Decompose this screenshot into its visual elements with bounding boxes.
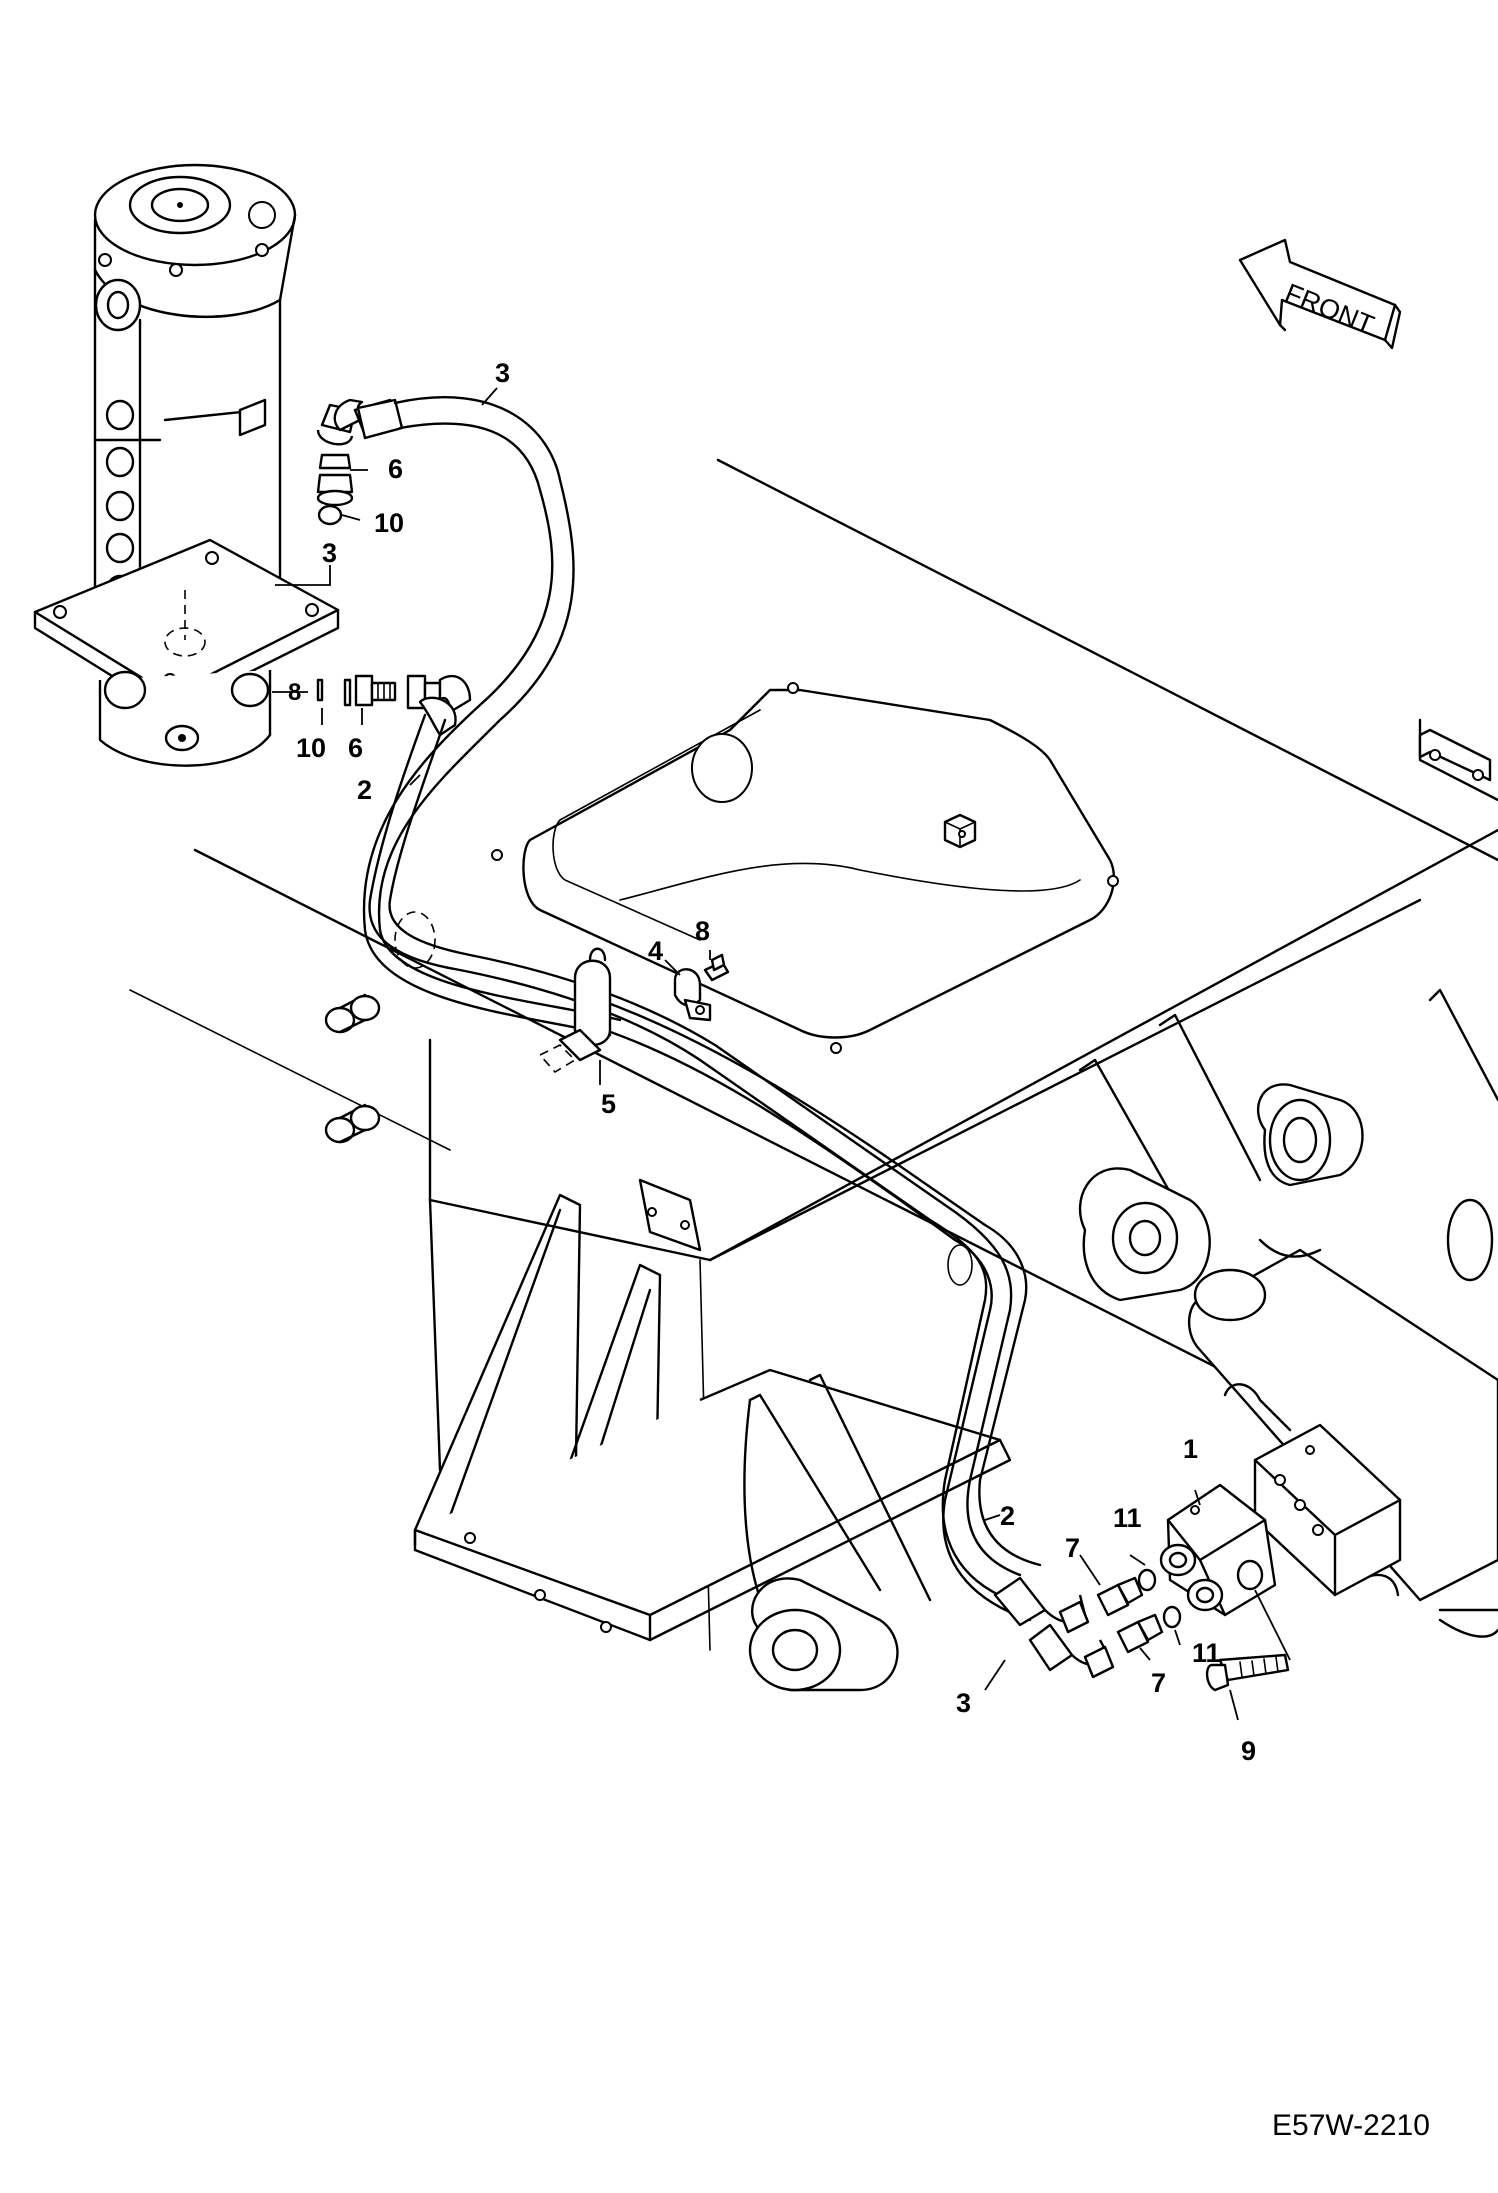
fitting-7-lower: [1116, 1613, 1164, 1654]
callout-3-bottom: 3: [956, 1688, 971, 1718]
callout-11-lower: 11: [1192, 1638, 1221, 1668]
front-direction-arrow: FRONT: [1238, 238, 1402, 350]
callout-4: 4: [648, 936, 663, 966]
callout-9: 9: [1241, 1736, 1256, 1766]
callout-labels: 3 6 10 3 8 10 6 2 4 8 5 1 2 7 11 11 7 3 …: [288, 358, 1256, 1766]
o-ring-11-upper: [1137, 1568, 1157, 1592]
hose-assembly-3: [356, 396, 622, 1037]
callout-6-top: 6: [388, 454, 403, 484]
hose-ends-lower: [993, 1576, 1115, 1679]
hose-clamp-5: [538, 947, 612, 1074]
fitting-7-upper: [1096, 1576, 1144, 1617]
port-block-1: [1159, 1483, 1277, 1617]
callout-5: 5: [601, 1089, 616, 1119]
clamp-bolt-8: [703, 953, 730, 982]
callout-10-bottom: 10: [296, 733, 326, 763]
hose-clamp-4: [673, 968, 712, 1022]
callout-3-swivel: 3: [322, 538, 337, 568]
o-ring-11-lower: [1162, 1605, 1182, 1629]
frame-stud: [324, 993, 381, 1034]
leader-lines: [272, 387, 1291, 1721]
bottom-fitting-stack: [316, 674, 472, 714]
callout-2-upper: 2: [357, 775, 372, 805]
callout-3-top: 3: [495, 358, 510, 388]
callout-1: 1: [1183, 1434, 1198, 1464]
callout-10-top: 10: [374, 508, 404, 538]
callout-2-lower: 2: [1000, 1501, 1015, 1531]
frame-stud: [324, 1103, 381, 1144]
bolt-9: [1205, 1653, 1290, 1692]
drawing-code: E57W-2210: [1272, 2109, 1430, 2142]
callout-8-clamp: 8: [695, 916, 710, 946]
callout-11-upper: 11: [1113, 1503, 1142, 1533]
swivel-joint: [33, 163, 340, 767]
callout-7-lower: 7: [1151, 1668, 1166, 1698]
hose-assembly-3-lower: [588, 998, 1042, 1622]
machine-frame: [129, 458, 1498, 1692]
callout-8-swivel: 8: [288, 679, 301, 706]
callout-7-upper: 7: [1065, 1533, 1080, 1563]
callout-6-bottom: 6: [348, 733, 363, 763]
